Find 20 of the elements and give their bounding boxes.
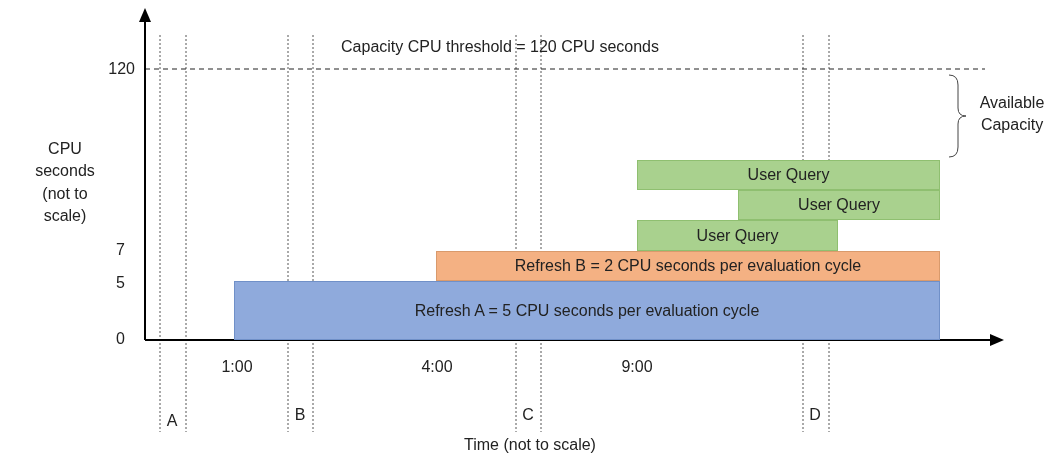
marker-letter: D xyxy=(808,405,822,425)
marker-letter: C xyxy=(521,405,535,425)
refresh-bar: Refresh A = 5 CPU seconds per evaluation cycle xyxy=(234,281,940,340)
marker-letter: B xyxy=(293,405,307,425)
axis-tick-label: 5 xyxy=(115,273,125,293)
axis-title: CPU seconds (not to scale) xyxy=(34,139,96,227)
user-query-bar: User Query xyxy=(637,220,838,251)
axis-tick-label: 9:00 xyxy=(620,357,654,377)
capacity-label: Available Capacity xyxy=(978,93,1046,136)
axis-tick-label: 120 xyxy=(107,59,135,79)
refresh-bar: Refresh B = 2 CPU seconds per evaluation cycle xyxy=(436,251,940,281)
axis-tick-label: 4:00 xyxy=(420,357,454,377)
marker-letter: A xyxy=(165,411,179,431)
axis-tick-label: 0 xyxy=(115,329,125,349)
user-query-bar: User Query xyxy=(738,190,940,220)
axis-title: Time (not to scale) xyxy=(463,435,597,455)
axis-tick-label: 7 xyxy=(115,240,125,260)
user-query-bar: User Query xyxy=(637,160,940,190)
threshold-label: Capacity CPU threshold = 120 CPU seconds xyxy=(340,37,660,57)
axis-tick-label: 1:00 xyxy=(220,357,254,377)
